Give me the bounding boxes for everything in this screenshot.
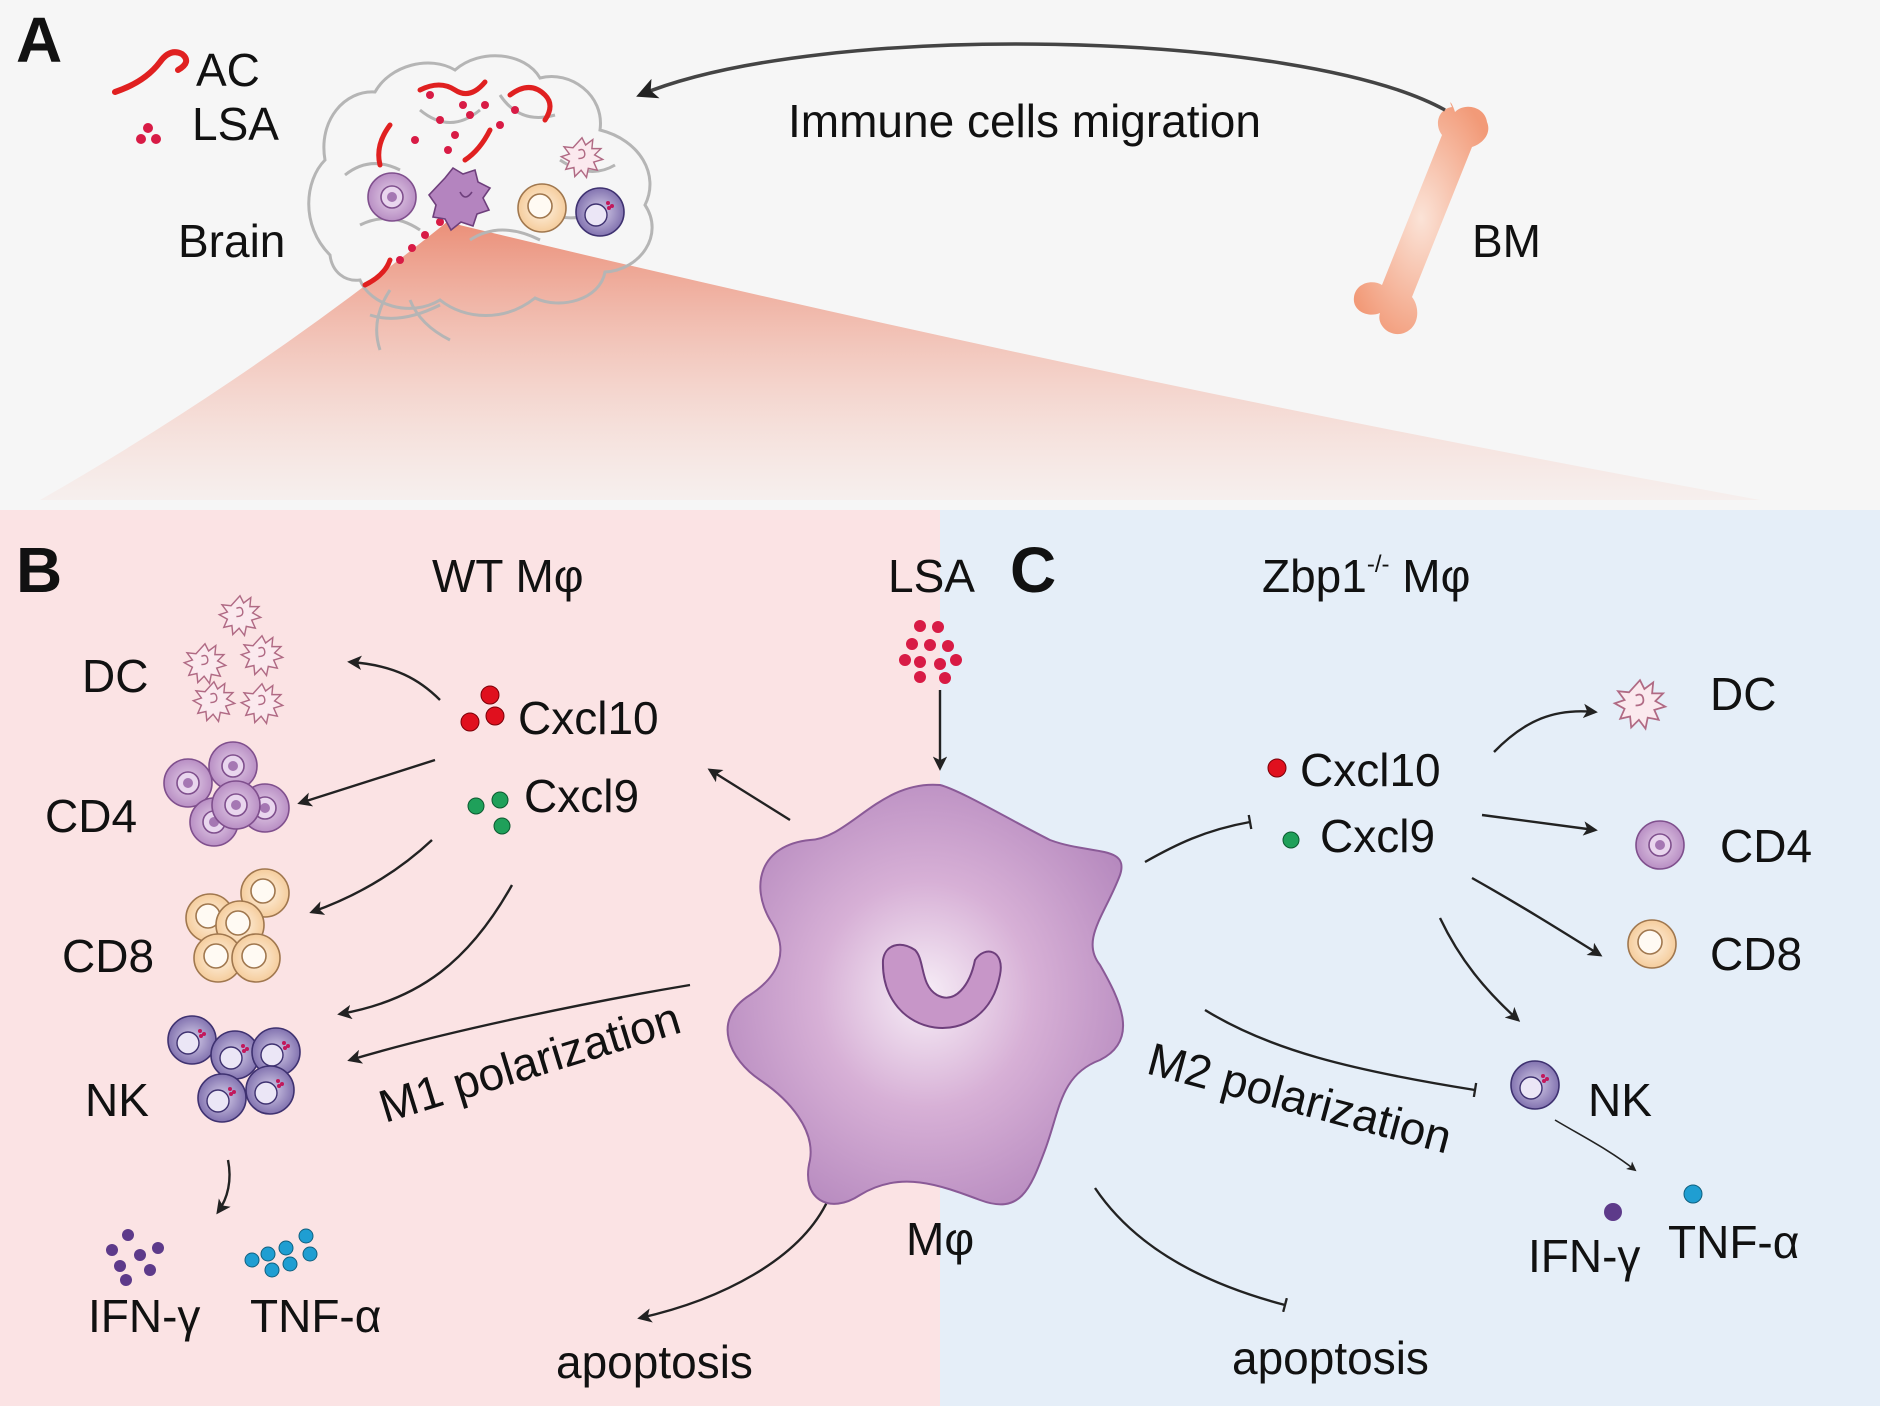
brain-nk-cell-icon <box>575 187 625 237</box>
c-cxcl9-dot-icon <box>1282 831 1300 849</box>
c-chemokine-cxcl10: Cxcl10 <box>1300 744 1441 796</box>
migration-arrow <box>636 42 1446 112</box>
brain-cd8-cell-icon <box>517 183 567 233</box>
bm-label: BM <box>1472 215 1541 267</box>
center-lsa-label: LSA <box>888 550 975 602</box>
magnification-cone <box>40 222 1760 500</box>
brain-cd4-cell-icon <box>367 172 417 222</box>
legend-ac-label: AC <box>196 44 260 96</box>
bone-icon <box>1353 102 1489 335</box>
panel-b-title: WT Mφ <box>432 550 584 602</box>
b-cell-dc: DC <box>82 650 148 702</box>
b-arrows <box>216 655 830 1323</box>
ac-worm-icon <box>112 49 190 95</box>
c-cd8-cell-icon <box>1627 919 1677 969</box>
c-cell-cd4: CD4 <box>1720 820 1812 872</box>
c-tnf-dot-icon <box>1683 1184 1703 1204</box>
c-ifn-dot-icon <box>1604 1203 1622 1221</box>
b-cytokine-tnf: TNF-α <box>250 1290 381 1342</box>
lsa-dots-in-brain <box>396 91 519 264</box>
b-cxcl9-dots-icon <box>467 791 511 835</box>
b-ifn-dots-icon <box>106 1229 164 1286</box>
b-cell-nk: NK <box>85 1074 149 1126</box>
b-chemokine-cxcl9: Cxcl9 <box>524 770 639 822</box>
b-cytokine-ifn: IFN-γ <box>88 1290 200 1342</box>
b-cell-cd4: CD4 <box>45 790 137 842</box>
c-cd4-cell-icon <box>1635 820 1685 870</box>
b-tnf-dots-icon <box>244 1228 318 1278</box>
c-chemokine-cxcl9: Cxcl9 <box>1320 810 1435 862</box>
c-inhibit-lines <box>1094 814 1478 1313</box>
migration-label: Immune cells migration <box>788 95 1261 147</box>
c-nk-cell-icon <box>1510 1060 1560 1110</box>
c-cytokine-tnf: TNF-α <box>1668 1216 1799 1268</box>
panel-b-letter: B <box>16 534 62 606</box>
brain-macrophage-icon <box>427 166 492 232</box>
c-arrows <box>1438 703 1637 1172</box>
b-chemokine-cxcl10: Cxcl10 <box>518 692 659 744</box>
c-cxcl10-dot-icon <box>1267 758 1287 778</box>
lsa-dots-icon <box>136 123 161 144</box>
b-cell-cd8: CD8 <box>62 930 154 982</box>
c-cell-dc: DC <box>1710 668 1776 720</box>
b-apoptosis-label: apoptosis <box>556 1336 753 1388</box>
b-cxcl10-dots-icon <box>460 685 505 732</box>
c-cell-cd8: CD8 <box>1710 928 1802 980</box>
c-cytokine-ifn: IFN-γ <box>1528 1230 1640 1282</box>
center-lsa-dots-icon <box>899 620 962 684</box>
macrophage-icon <box>726 783 1125 1206</box>
brain-label: Brain <box>178 215 285 267</box>
panel-c-letter: C <box>1010 534 1056 606</box>
macrophage-label: Mφ <box>906 1213 974 1265</box>
c-cell-nk: NK <box>1588 1074 1652 1126</box>
panel-c-title: Zbp1-/- Mφ <box>1262 550 1470 602</box>
panel-a-letter: A <box>16 4 62 76</box>
legend-lsa-label: LSA <box>192 98 279 150</box>
c-apoptosis-label: apoptosis <box>1232 1332 1429 1384</box>
ac-worms-in-brain <box>362 79 553 288</box>
